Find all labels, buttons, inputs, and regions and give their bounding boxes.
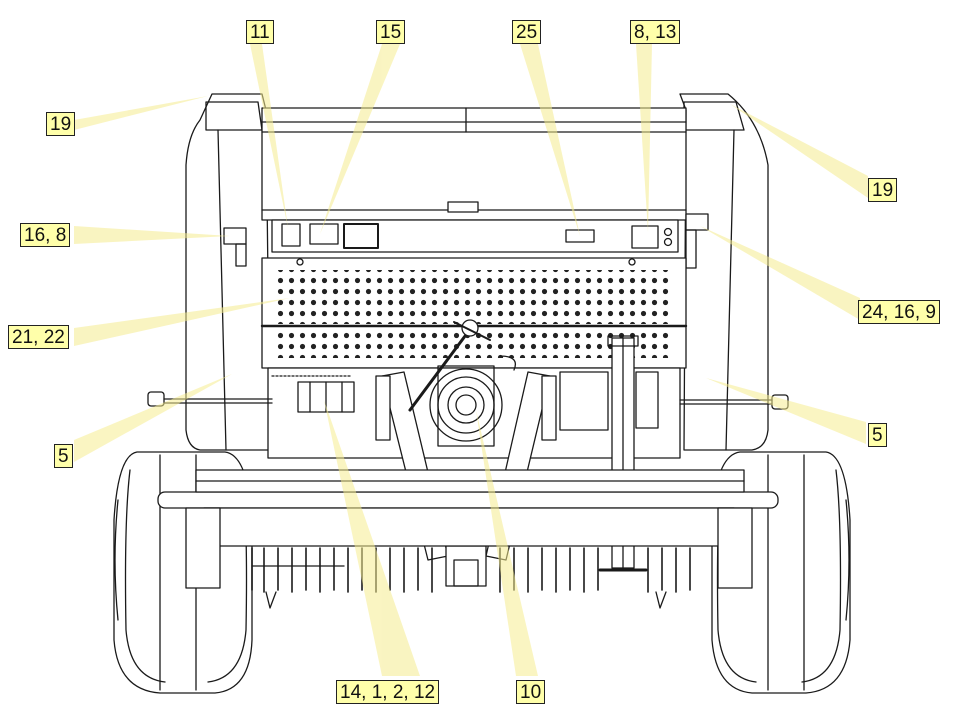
- callout-24-16-9: 24, 16, 9: [858, 300, 940, 324]
- callout-19-right: 19: [868, 178, 898, 202]
- callout-10: 10: [516, 680, 546, 704]
- tool-bar: [157, 491, 779, 509]
- callout-5-left: 5: [54, 444, 73, 468]
- callout-15: 15: [376, 20, 406, 44]
- callout-8-13: 8, 13: [630, 20, 681, 44]
- callout-19-left: 19: [46, 112, 76, 136]
- callout-14-1-2-12: 14, 1, 2, 12: [336, 680, 440, 704]
- left-side-panel: [185, 93, 271, 451]
- callout-11: 11: [246, 20, 274, 44]
- decal-25: [565, 229, 595, 243]
- leader-beams: [74, 44, 868, 676]
- callout-16-8: 16, 8: [20, 223, 71, 247]
- decal-8-13: [631, 225, 659, 249]
- decal-11: [281, 223, 301, 247]
- callout-21-22: 21, 22: [8, 325, 69, 349]
- callout-5-right: 5: [868, 423, 887, 447]
- right-side-light: [685, 213, 709, 231]
- right-side-panel: [679, 93, 769, 451]
- central-hub: [429, 368, 503, 442]
- callout-25: 25: [512, 20, 542, 44]
